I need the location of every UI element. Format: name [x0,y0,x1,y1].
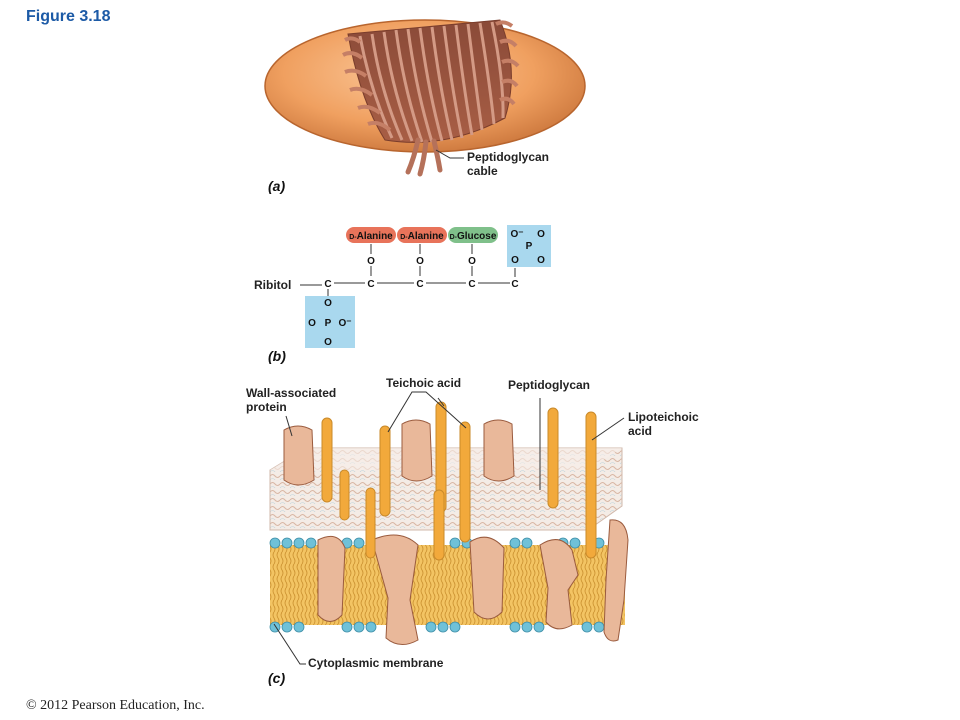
atom-c-4: C [468,279,475,290]
phosphate-bottom-o-left: O [308,318,316,329]
panel-label-a: (a) [268,178,286,194]
atom-c-5: C [511,279,518,290]
phosphate-bottom-o-minus: O⁻ [338,318,351,329]
label-lipoteichoic-acid-line1: Lipoteichoic [628,410,699,424]
atom-o-1: O [367,256,375,267]
cable-wrap-right [495,20,520,106]
phosphate-top-p: P [526,241,533,252]
phosphate-top-o-left: O [511,255,519,266]
copyright-notice: © 2012 Pearson Education, Inc. [26,698,205,713]
peptidoglycan-cable-strands [405,137,443,177]
label-ribitol: Ribitol [254,278,292,292]
label-peptidoglycan: Peptidoglycan [508,378,591,392]
cell-body-illustration [264,19,586,153]
residue-label-1: D-Alanine [349,231,393,242]
atom-c-2: C [367,279,374,290]
phosphate-bottom-p: P [325,318,332,329]
label-peptidoglycan-cable-line2: cable [467,164,498,178]
residue-pill-2 [397,227,447,243]
wall-associated-proteins [283,419,515,486]
panel-label-b: (b) [268,348,286,364]
figure-title: Figure 3.18 [26,8,111,25]
callout-lines-panel-c [273,391,625,665]
phosphate-top-o-minus: O⁻ [510,229,523,240]
phosphate-box-bottom [305,296,355,348]
phosphate-bottom-o-bottom: O [324,337,332,348]
label-lipoteichoic-acid-line2: acid [628,424,653,438]
label-cytoplasmic-membrane: Cytoplasmic membrane [308,656,444,670]
label-wall-associated-protein-line2: protein [246,400,287,414]
atom-o-3: O [468,256,476,267]
label-peptidoglycan-cable: Peptidoglycan cable [467,150,549,178]
residue-pill-1 [346,227,396,243]
residue-label-2: D-Alanine [400,231,444,242]
lipoteichoic-acid-rods [433,407,597,561]
cable-wrap-left [342,36,392,132]
phosphate-box-top [507,225,551,267]
callout-line-peptidoglycan-cable [435,149,464,159]
label-wall-associated-protein: Wall-associated protein [246,386,336,414]
label-teichoic-acid: Teichoic acid [386,376,462,390]
residue-label-3: D-Glucose [450,231,497,242]
phosphate-top-o-bottom: O [537,255,545,266]
phosphate-bottom-o-top: O [324,298,332,309]
phosphate-top-o-right: O [537,229,545,240]
teichoic-acid-structure: D-Alanine D-Alanine D-Glucose [305,225,551,348]
atom-c-3: C [416,279,423,290]
atom-o-2: O [416,256,424,267]
label-wall-associated-protein-line1: Wall-associated [246,386,337,400]
label-peptidoglycan-cable-line1: Peptidoglycan [467,150,550,164]
label-lipoteichoic-acid: Lipoteichoic acid [628,410,699,438]
teichoic-acid-rods [321,401,471,559]
atom-c-1: C [324,279,331,290]
panel-label-c: (c) [268,670,286,686]
residue-pill-3 [448,227,498,243]
membrane-proteins [317,519,629,645]
